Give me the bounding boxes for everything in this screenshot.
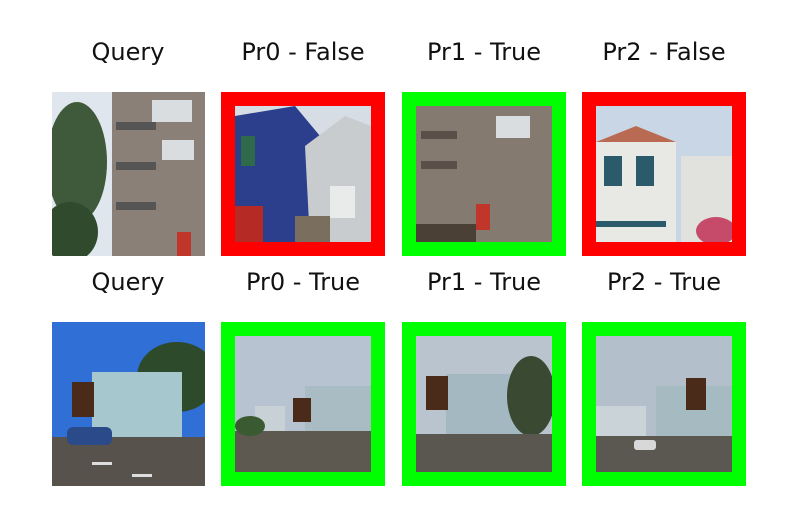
prediction-title: Pr2 - False <box>602 38 726 66</box>
query-image <box>52 322 205 486</box>
prediction-frame <box>221 322 385 486</box>
prediction-title: Pr0 - False <box>241 38 365 66</box>
prediction-title: Pr1 - True <box>426 268 542 296</box>
query-title: Query <box>91 268 165 296</box>
prediction-title: Pr1 - True <box>426 38 542 66</box>
prediction-title: Pr2 - True <box>606 268 722 296</box>
prediction-frame <box>582 92 746 256</box>
prediction-frame <box>221 92 385 256</box>
query-title: Query <box>91 38 165 66</box>
query-image <box>52 92 205 256</box>
prediction-frame <box>402 322 566 486</box>
prediction-frame <box>402 92 566 256</box>
prediction-frame <box>582 322 746 486</box>
prediction-title: Pr0 - True <box>245 268 361 296</box>
